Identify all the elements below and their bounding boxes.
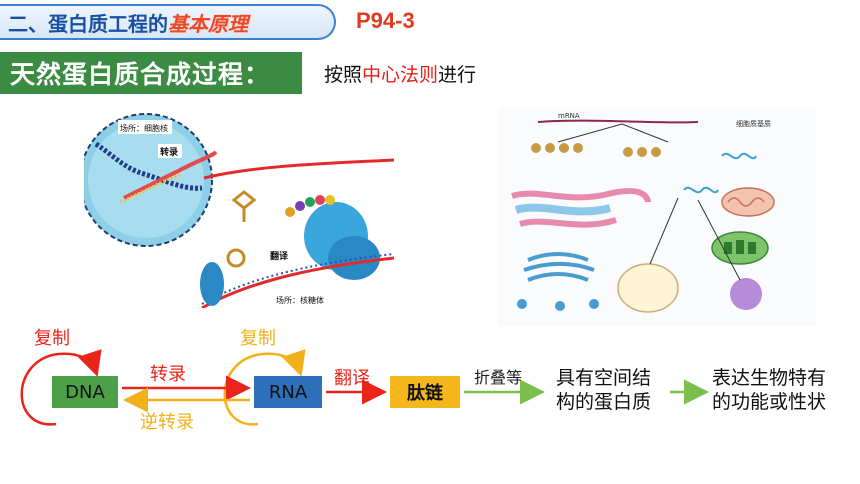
central-dogma-diagram: 复制 复制 DNA RNA 肽链 转录 逆转录 翻译 折叠等 具有空间结 构的蛋…	[0, 320, 860, 484]
section-title-banner: 二、蛋白质工程的基本原理	[0, 4, 336, 40]
protein-text-line1: 具有空间结	[556, 367, 652, 389]
protein-text: 具有空间结 构的蛋白质	[556, 366, 651, 414]
section-title-prefix: 二、蛋白质工程的	[8, 11, 168, 36]
translation-label: 翻译	[334, 368, 370, 389]
dna-replication-label: 复制	[34, 328, 70, 349]
protein-sorting-illustration: mRNA 细胞质基质	[498, 108, 816, 326]
polypeptide-box: 肽链	[390, 376, 460, 408]
transcription-translation-illustration: 场所：细胞核 转录 翻译 场所：核糖体	[84, 108, 394, 308]
subsection-note: 按照中心法则进行	[324, 60, 476, 87]
function-text: 表达生物特有 的功能或性状	[712, 366, 826, 414]
note-before: 按照	[324, 64, 363, 86]
folding-label: 折叠等	[474, 368, 523, 387]
reverse-transcription-label: 逆转录	[140, 412, 194, 433]
page-reference: P94-3	[356, 8, 415, 33]
transcription-fig-label: 转录	[160, 146, 178, 158]
function-text-line2: 的功能或性状	[712, 391, 827, 413]
cytoplasm-label: 细胞质基质	[736, 119, 771, 128]
translation-fig-label: 翻译	[270, 250, 289, 262]
function-text-line1: 表达生物特有	[712, 367, 827, 389]
rna-replication-loop	[223, 349, 306, 426]
flow-arrows	[20, 349, 709, 426]
transcription-label: 转录	[150, 364, 186, 385]
subsection-title: 天然蛋白质合成过程：	[0, 52, 302, 94]
mrna-label: mRNA	[558, 112, 580, 120]
rna-replication-label: 复制	[240, 328, 276, 349]
ribosome-label: 场所：核糖体	[276, 295, 324, 305]
note-after: 进行	[438, 64, 477, 86]
dna-replication-loop	[20, 349, 102, 426]
nucleus-label: 场所：细胞核	[120, 123, 168, 133]
note-highlight: 中心法则	[362, 64, 439, 86]
section-title-emphasis: 基本原理	[168, 11, 248, 36]
rna-box: RNA	[254, 376, 322, 408]
dna-box: DNA	[52, 376, 118, 408]
protein-text-line2: 构的蛋白质	[556, 391, 652, 413]
